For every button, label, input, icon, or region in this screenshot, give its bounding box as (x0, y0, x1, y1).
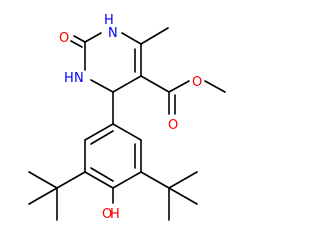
bond-c5-cester (140, 75, 170, 93)
bond-ar3-ar4 (112, 171, 142, 189)
bond-ar5-tbu-left (56, 171, 86, 189)
bond-tbu-right-me3 (168, 187, 198, 205)
structure-svg: H N H N O O O O H (28, 13, 226, 222)
bond-ar1-ar2 (112, 123, 142, 141)
bond-ar3-tbu-right (140, 171, 170, 189)
bond-c2-o-b (70, 40, 83, 48)
ester-carbonyl-oxygen-label: O (168, 118, 178, 133)
bond-n1-c6 (121, 32, 142, 45)
bond-ar4-ar5-inner (90, 167, 114, 182)
n3-label-n: N (74, 71, 84, 86)
n1-label: H (104, 13, 114, 28)
bond-c4-n3 (90, 79, 114, 93)
bond-cester-o-single (168, 80, 190, 93)
bond-ar6-ar1-inner (90, 130, 114, 145)
hydroxyl-oxygen-label: H (110, 207, 120, 222)
bond-c2-o-a (73, 35, 86, 43)
molecule-diagram: H N H N O O O O H (28, 13, 226, 222)
bond-c5-c4 (112, 75, 142, 93)
carbonyl-oxygen-label: O (59, 31, 69, 46)
n1-label-n: N (108, 26, 118, 41)
bond-ar4-ar5 (84, 171, 114, 189)
hydroxyl-hydrogen-label: O (102, 207, 112, 222)
n3-label-h: H (64, 71, 74, 86)
bond-c6-methyl (140, 27, 169, 45)
bond-o-methyl (204, 80, 226, 93)
bond-ar6-ar1 (84, 123, 114, 141)
bond-c2-n1 (84, 32, 102, 43)
bond-tbu-left-me1 (28, 171, 58, 189)
ester-oxygen-label: O (192, 75, 202, 90)
bond-tbu-right-me1 (168, 171, 198, 189)
bond-tbu-left-me2 (28, 187, 58, 205)
